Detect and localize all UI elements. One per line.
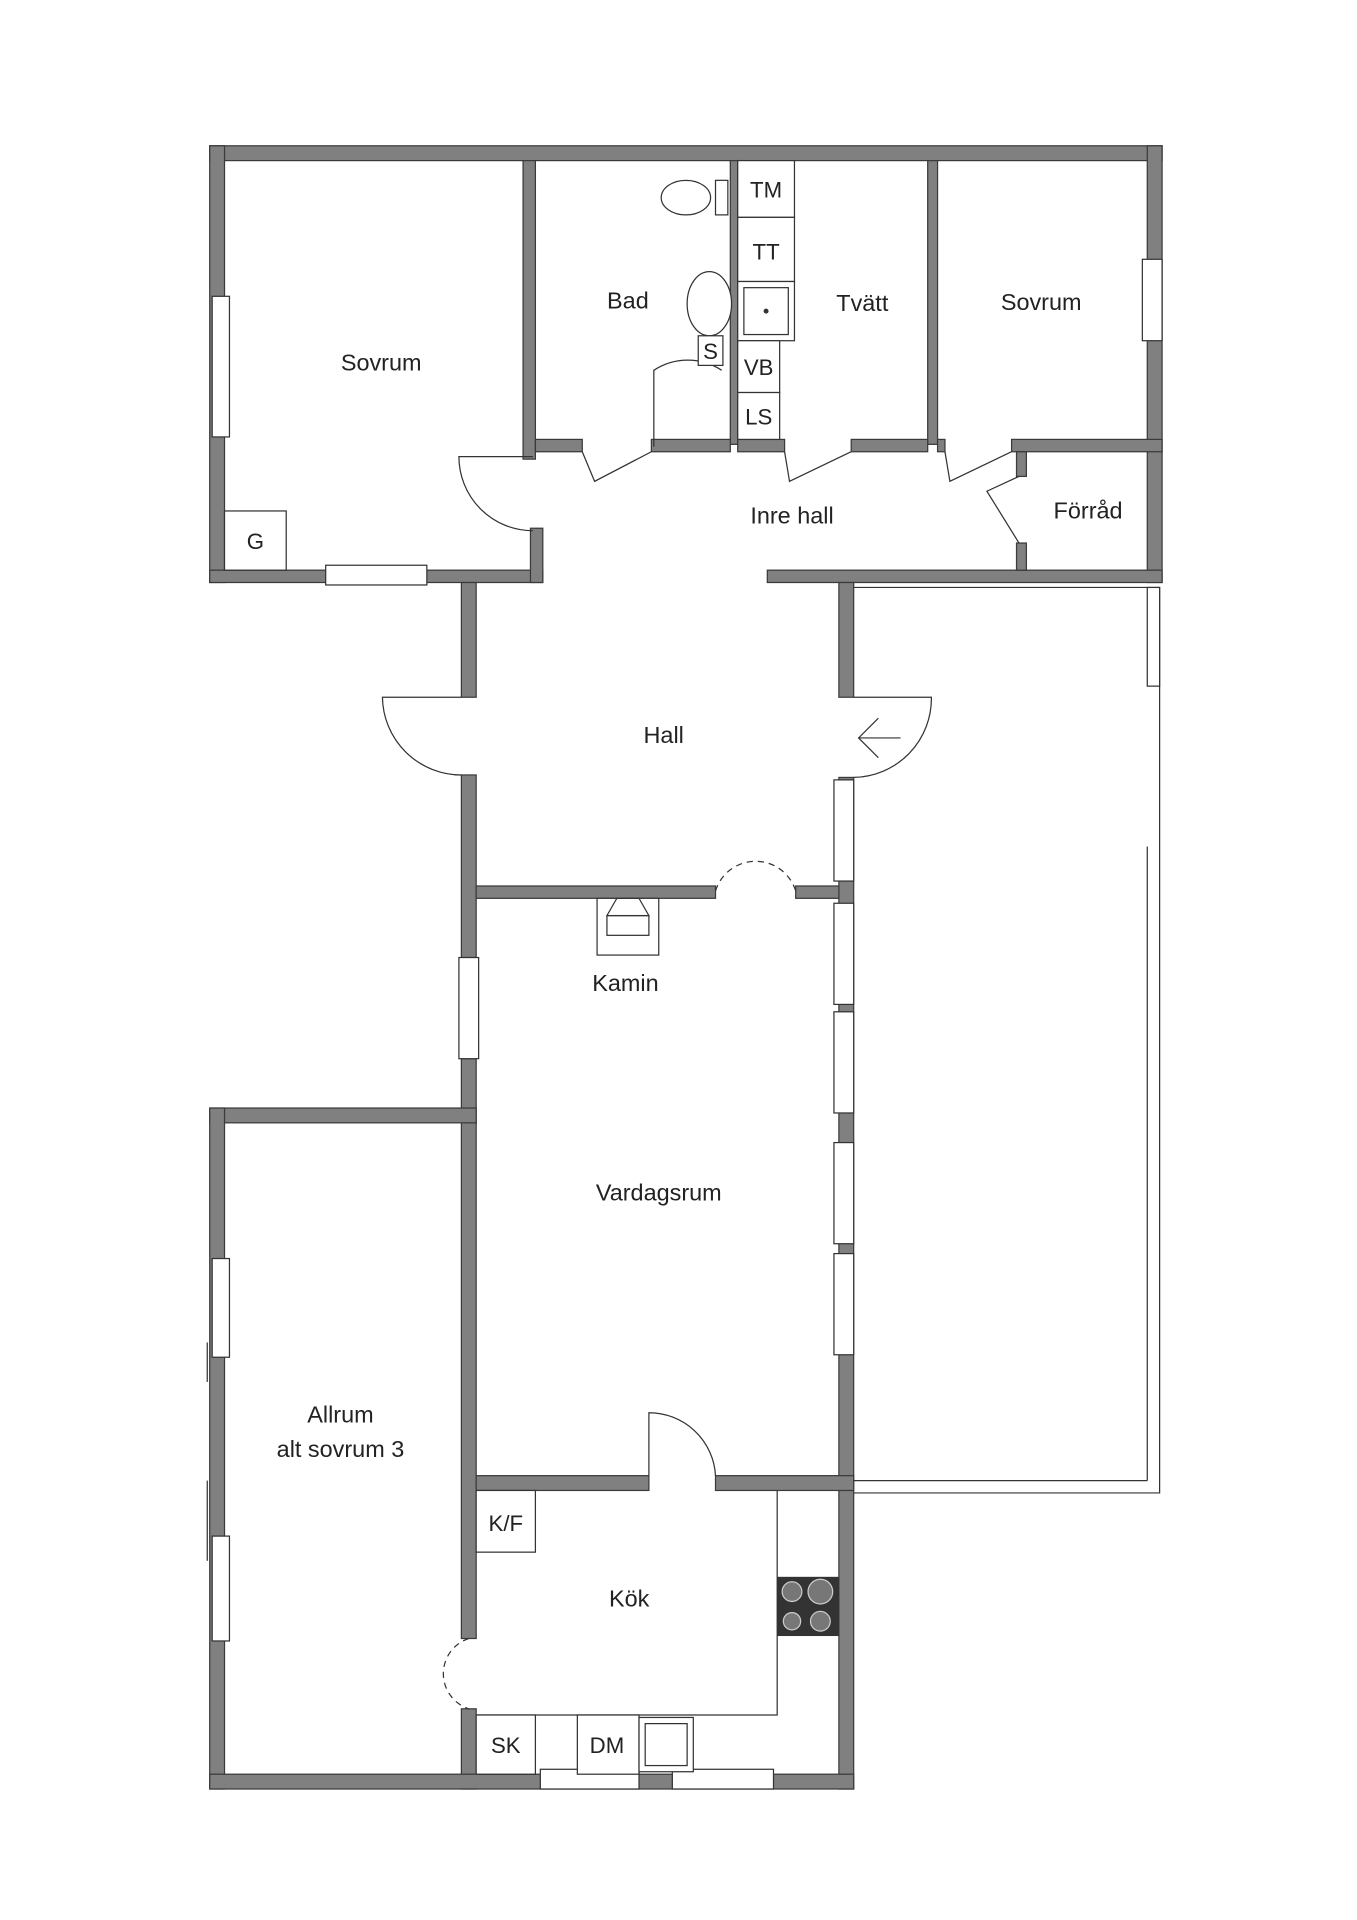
room-label-kok: Kök [609,1585,650,1611]
fixture-labels: TM TT VB LS S G K/F SK DM [247,178,782,1759]
entrance-arrow-icon [857,717,901,759]
terrace-outline [853,586,1161,1494]
washbasin-icon [686,271,733,337]
room-label-vardagsrum: Vardagsrum [596,1180,722,1206]
toilet-icon [660,179,712,216]
room-label-forrad: Förråd [1054,497,1123,523]
room-label-inre-hall: Inre hall [750,502,833,528]
kitchen-fixtures [475,1489,839,1775]
label-s: S [703,339,718,364]
room-label-sovrum: Sovrum [341,349,422,375]
windows [206,258,1163,1790]
room-labels: Sovrum Bad Tvätt Sovrum Inre hall Förråd… [277,288,1123,1612]
label-g: G [247,529,264,554]
walls [209,145,1163,1790]
bathroom-fixtures [223,159,796,571]
room-label-kamin: Kamin [592,970,658,996]
room-label-hall: Hall [644,722,684,748]
doors[interactable] [381,359,1020,1710]
label-sk: SK [491,1733,521,1758]
kitchen-sink-icon [638,1716,694,1773]
label-vb: VB [744,355,774,380]
room-label-tvatt: Tvätt [836,290,889,316]
room-label-allrum-alt: alt sovrum 3 [277,1436,405,1462]
label-kf: K/F [489,1511,524,1536]
room-label-sovrum-2: Sovrum [1001,289,1082,315]
label-ls: LS [745,405,772,430]
room-label-bad: Bad [607,288,649,314]
label-tt: TT [753,239,781,264]
label-dm: DM [590,1733,625,1758]
fireplace-icon [596,897,660,956]
label-tm: TM [750,178,782,203]
room-label-allrum: Allrum [307,1402,373,1428]
